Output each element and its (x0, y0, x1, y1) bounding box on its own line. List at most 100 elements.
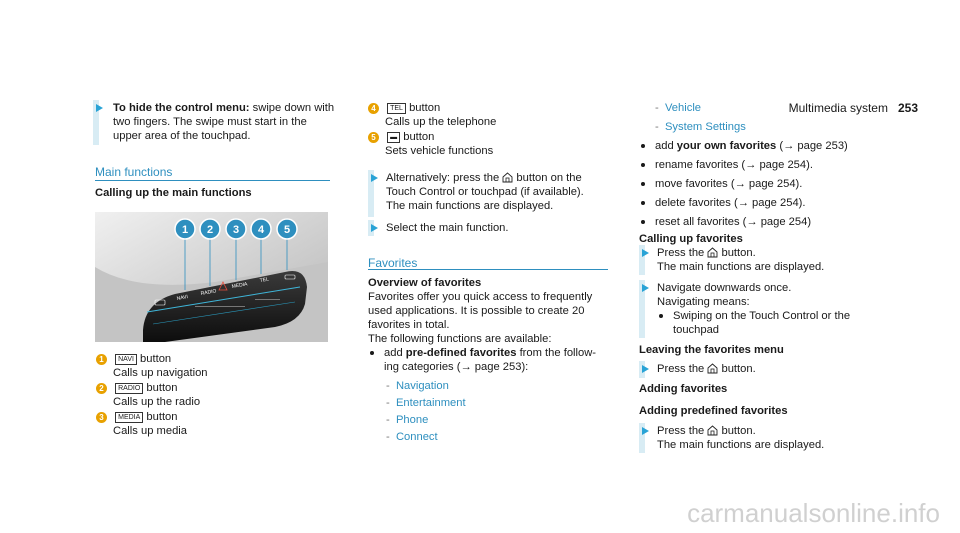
fig-radio: RADIO (200, 288, 217, 297)
press-line-add2: The main functions are displayed. (657, 439, 825, 451)
item-number: 1 (96, 354, 107, 365)
home-icon (707, 247, 718, 258)
watermark: carmanualsonline.info (687, 498, 940, 528)
overview-heading: Overview of favorites (368, 277, 482, 289)
item-desc: Calls up media (113, 425, 187, 437)
fig-label-3: 3 (233, 224, 239, 236)
item-number: 5 (368, 132, 379, 143)
press-line2: The main functions are displayed. (657, 261, 825, 273)
adding-predefined-heading: Adding predefined favorites (639, 405, 788, 417)
fig-label-5: 5 (284, 224, 290, 236)
adding-heading: Adding favorites (639, 383, 728, 395)
add-rest: from the follow- (519, 347, 597, 359)
hide-menu-line1: To hide the control menu: swipe down wit… (113, 101, 334, 116)
bullet-dot (641, 220, 645, 224)
fig-label-4: 4 (258, 224, 265, 236)
fig-label-1: 1 (182, 224, 188, 236)
cat-label: Vehicle (664, 102, 702, 114)
bullet-delete: delete favorites (→ page 254). (655, 197, 806, 209)
press-text-a: Press the (657, 425, 705, 437)
bullet-rename: rename favorites (→ page 254). (655, 159, 813, 171)
step-arrow-icon (642, 365, 649, 373)
item-desc: Calls up navigation (113, 367, 208, 379)
cat-entertainment: - Entertainment (386, 397, 466, 409)
alt-line1: Alternatively: press the button on the (386, 171, 582, 186)
step-bar (639, 280, 645, 338)
section-rule (95, 180, 330, 181)
item-number: 2 (96, 383, 107, 394)
alt-line2: Touch Control or touchpad (if available)… (386, 186, 584, 198)
step-bar (93, 100, 99, 145)
step-arrow-icon (96, 104, 103, 112)
item-label: button (146, 382, 178, 394)
item-tel: 4 TEL button (368, 101, 440, 116)
navi-key-icon: NAVI (115, 354, 137, 365)
item-number: 3 (96, 412, 107, 423)
overview-line1: Favorites offer you quick access to freq… (368, 291, 593, 303)
swipe-line2: touchpad (673, 324, 720, 336)
add-own-line: add your own favorites (→ page 253) (655, 139, 848, 154)
media-key-icon: MEDIA (115, 412, 144, 423)
hide-menu-rest: swipe down with (249, 102, 335, 114)
own-pre: add (655, 140, 674, 152)
item-radio: 2 RADIO button (96, 381, 178, 396)
overview-line3: favorites in total. (368, 319, 450, 331)
bullet-dot (370, 351, 374, 355)
item-media: 3 MEDIA button (96, 410, 178, 425)
hide-menu-bold: To hide the control menu: (113, 102, 250, 114)
page-number: 253 (897, 101, 918, 115)
radio-key-icon: RADIO (115, 383, 144, 394)
home-icon (502, 172, 513, 183)
own-bold: your own favorites (676, 140, 777, 152)
add-bold: pre-defined favorites (405, 347, 517, 359)
bullet-reset: reset all favorites (→ page 254) (655, 216, 812, 228)
step-bar (368, 170, 374, 217)
step-bar (639, 423, 645, 453)
item-vehicle: 5 ▬ button (368, 130, 434, 145)
overview-line4: The following functions are available: (368, 333, 552, 345)
step-arrow-icon (371, 224, 378, 232)
press-text-a: Press the (657, 363, 705, 375)
page-header: Multimedia system 253 (789, 101, 918, 116)
calling-favorites-heading: Calling up favorites (639, 233, 743, 245)
item-desc: Calls up the radio (113, 396, 201, 408)
navigate-line1: Navigate downwards once. (657, 282, 792, 294)
alt-text-a: Alternatively: press the (386, 172, 500, 184)
bullet-dot (641, 144, 645, 148)
cat-label: Connect (395, 431, 438, 443)
calling-up-heading: Calling up the main functions (95, 187, 252, 199)
step-arrow-icon (642, 249, 649, 257)
press-text-b: button. (721, 247, 756, 259)
cat-phone: - Phone (386, 414, 429, 426)
hide-menu-line2: two fingers. The swipe must start in the (113, 116, 307, 128)
item-label: button (409, 102, 441, 114)
item-desc: Calls up the telephone (385, 116, 497, 128)
fig-label-2: 2 (207, 224, 213, 236)
step-arrow-icon (642, 427, 649, 435)
press-text-b: button. (721, 363, 756, 375)
cat-label: Entertainment (395, 397, 466, 409)
car-icon: ▬ (387, 132, 401, 143)
tel-key-icon: TEL (387, 103, 406, 114)
fig-tel: TEL (259, 276, 269, 284)
add-predefined-line: add pre-defined favorites from the follo… (384, 346, 596, 361)
press-text-b: button. (721, 425, 756, 437)
press-line1: Press the button. (657, 246, 756, 261)
bullet-dot (659, 314, 663, 318)
cat-system-settings: - System Settings (655, 121, 746, 133)
section-rule (368, 269, 608, 270)
item-label: button (140, 353, 172, 365)
bullet-dot (641, 182, 645, 186)
item-number: 4 (368, 103, 379, 114)
step-arrow-icon (371, 174, 378, 182)
fig-media: MEDIA (231, 281, 248, 290)
item-label: button (403, 131, 435, 143)
bullet-dot (641, 163, 645, 167)
bullet-dot (641, 201, 645, 205)
own-rest: (→ page 253) (779, 140, 848, 152)
overview-line2: used applications. It is possible to cre… (368, 305, 585, 317)
section-title: Multimedia system (788, 101, 888, 115)
press-text-a: Press the (657, 247, 705, 259)
touch-control-figure: NAVI RADIO MEDIA TEL 1 2 3 (95, 212, 328, 342)
add-line2: ing categories (→ page 253): (384, 361, 529, 373)
